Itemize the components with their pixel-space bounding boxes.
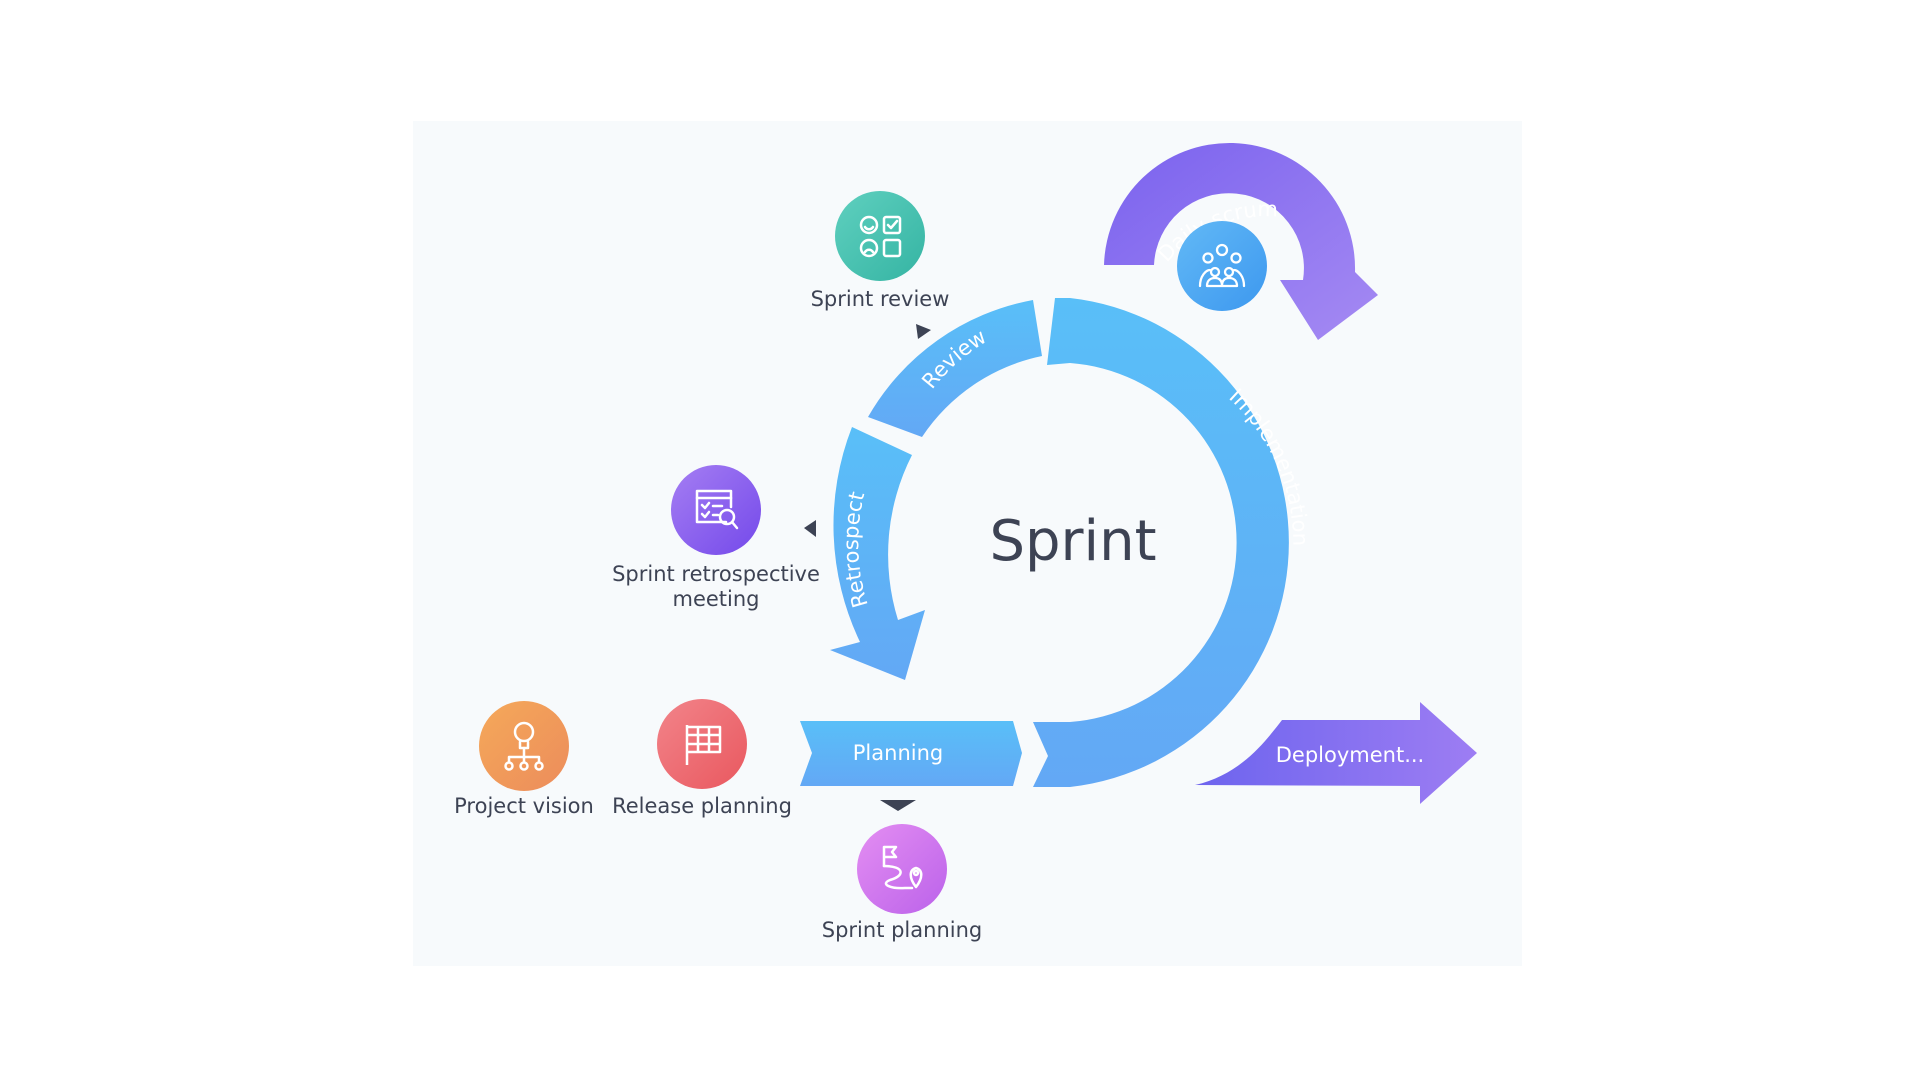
sprint-retrospective-label-line1: Sprint retrospective xyxy=(612,562,820,586)
sprint-review-label: Sprint review xyxy=(811,287,950,311)
release-planning-label: Release planning xyxy=(612,794,792,818)
retro-pointer xyxy=(804,520,816,537)
sprint-planning-label: Sprint planning xyxy=(822,918,982,942)
sprint-center-title: Sprint xyxy=(989,509,1156,574)
feedback-checklist-icon xyxy=(859,215,902,258)
project-vision-node[interactable] xyxy=(479,701,569,791)
daily-scrum-node[interactable] xyxy=(1177,221,1267,311)
planning-label: Planning xyxy=(853,741,943,765)
deployment-label: Deployment... xyxy=(1276,743,1424,767)
sprint-retrospective-label-line2: meeting xyxy=(672,587,759,611)
lightbulb-hierarchy-icon xyxy=(504,721,544,771)
retrospect-arc xyxy=(830,427,925,680)
daily-scrum-arrow xyxy=(1104,142,1378,340)
planning-pointer xyxy=(880,800,916,811)
sprint-review-node[interactable] xyxy=(835,191,925,281)
sprint-planning-node[interactable] xyxy=(857,824,947,914)
release-planning-node[interactable] xyxy=(657,699,747,789)
review-arc xyxy=(868,300,1042,437)
deployment-arrow xyxy=(1195,702,1477,804)
implementation-arc xyxy=(1033,298,1289,787)
checkered-flag-icon xyxy=(685,725,722,765)
project-vision-label: Project vision xyxy=(454,794,594,818)
review-pointer xyxy=(916,324,931,339)
route-map-icon xyxy=(882,845,923,890)
report-search-icon xyxy=(695,489,739,530)
team-icon xyxy=(1198,243,1246,288)
planning-arrow xyxy=(800,721,1022,786)
sprint-retrospective-node[interactable] xyxy=(671,465,761,555)
